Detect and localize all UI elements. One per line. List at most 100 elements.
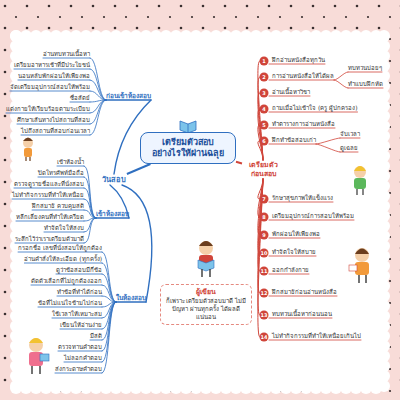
leaf-text: ทำจิตใจให้สบาย (272, 248, 316, 256)
leaf-underline (21, 135, 90, 136)
leaf-underline (38, 177, 84, 178)
leaf-text: ไม่ทำกิจกรรมที่ทำให้เหนื่อย (12, 191, 84, 199)
branch-connector (236, 162, 242, 164)
sub-branch-label: เข้าห้องสอบ (96, 210, 129, 218)
leaf-line (258, 109, 263, 160)
leaf-text: กรอกชื่อ เลขที่นั่งสอบให้ถูกต้อง (18, 244, 102, 252)
leaf-underline (269, 64, 325, 65)
leaf-text: การอ่านหนังสือให้ได้ผล (272, 72, 334, 80)
callout-number: 8 (258, 214, 270, 220)
leaf-underline (31, 285, 102, 286)
leaf-underline (18, 80, 90, 81)
leaf-text: ใช้เวลาให้เหมาะสม (52, 310, 102, 318)
leaf-underline (340, 138, 360, 139)
leaf-line (84, 199, 96, 218)
leaf-line (258, 141, 263, 160)
leaf-text: ระลึกไว้ว่าเราเตรียมตัวมาดี (15, 235, 84, 243)
leaf-underline (10, 91, 90, 92)
callout-number: 13 (258, 312, 270, 318)
leaf-line (316, 144, 340, 152)
leaf-text: ตัดตัวเลือกที่ไม่ถูกต้องออก (31, 277, 102, 285)
leaf-line (102, 296, 116, 302)
leaf-text: ส่งกระดาษคำตอบ (55, 365, 102, 373)
leaf-line (102, 285, 116, 302)
leaf-underline (15, 243, 84, 244)
branch-label: วันสอบ (100, 174, 128, 185)
leaf-text: อ่านเนื้อหาวิชา (272, 88, 310, 96)
leaf-line (102, 302, 116, 351)
leaf-underline (90, 340, 102, 341)
leaf-text: เตรียมอุปกรณ์การสอบให้พร้อม (272, 212, 354, 220)
leaf-line (84, 177, 96, 218)
leaf-text: แต่งกายให้เรียบร้อยตามระเบียบ (6, 105, 90, 113)
leaf-underline (269, 96, 310, 97)
leaf-text: ดูเฉลย (340, 144, 358, 152)
leaf-underline (24, 263, 102, 264)
leaf-text: ข้อที่ไม่แน่ใจข้ามไปก่อน (38, 299, 102, 307)
author-box: ผู้เขียนก็เพราะ เตรียมตัวสอบมาดี ไม่มีปั… (160, 284, 252, 325)
branch-line (122, 185, 152, 302)
leaf-underline (348, 72, 382, 73)
leaf-line (90, 100, 106, 124)
leaf-text: อ่านทบทวนเนื้อหา (43, 50, 90, 58)
node-body: ก็เพราะ เตรียมตัวสอบมาดี ไม่มีปัญหา ผ่าน… (165, 297, 247, 321)
sub-branch-label: ในห้องสอบ (116, 294, 146, 302)
leaf-text: เข้าห้องน้ำ (57, 158, 84, 166)
leaf-underline (55, 373, 102, 374)
callout-number: 4 (258, 106, 270, 112)
leaf-underline (17, 124, 90, 125)
leaf-text: ทบทวนบ่อยๆ (348, 64, 382, 72)
kid-figure (29, 338, 49, 374)
leaf-text: เตรียมอาหารเช้าที่มีประโยชน์ (14, 61, 90, 69)
leaf-text: ออกกำลังกาย (272, 266, 309, 274)
kid-figure (354, 166, 366, 195)
leaf-text: ศึกษาเส้นทางไปสถานที่สอบ (17, 116, 90, 124)
leaf-underline (14, 69, 90, 70)
leaf-text: ฝึกสมาธิก่อนอ่านหนังสือ (272, 288, 337, 296)
leaf-text: ทำข้อที่ทำได้ก่อน (57, 288, 102, 296)
leaf-underline (64, 362, 102, 363)
leaf-line (90, 80, 106, 100)
leaf-underline (43, 58, 90, 59)
leaf-text: ทบทวนเนื้อหาก่อนนอน (272, 310, 332, 318)
leaf-underline (269, 318, 332, 319)
callout-number: 1 (258, 58, 270, 64)
branch-label: เตรียมตัว ก่อนสอบ (242, 160, 284, 179)
callout-number: 10 (258, 250, 270, 256)
leaf-text: มีสติ (90, 332, 102, 340)
leaf-text: ฝึกทำข้อสอบเก่า (272, 136, 316, 144)
node-title: เตรียมตัว ก่อนสอบ (244, 161, 282, 178)
leaf-underline (57, 166, 84, 167)
leaf-line (84, 210, 96, 218)
leaf-text: ไปถึงสถานที่สอบก่อนเวลา (21, 127, 90, 135)
leaf-line (90, 100, 106, 135)
leaf-underline (14, 188, 84, 189)
callout-number: 3 (258, 90, 270, 96)
leaf-underline (60, 329, 102, 330)
leaf-underline (269, 112, 358, 113)
leaf-underline (269, 274, 309, 275)
leaf-text: เขียนให้อ่านง่าย (60, 321, 102, 329)
callout-number: 5 (258, 122, 270, 128)
callout-number: 9 (258, 232, 270, 238)
leaf-underline (56, 274, 102, 275)
leaf-underline (70, 102, 90, 103)
leaf-text: ซื่อสัตย์ (70, 94, 90, 102)
leaf-line (102, 302, 116, 362)
leaf-underline (269, 128, 335, 129)
kid-figure (23, 138, 33, 162)
leaf-text: ปิดโทรศัพท์มือถือ (38, 169, 84, 177)
leaf-line (84, 218, 96, 243)
leaf-line (102, 274, 116, 302)
leaf-line (102, 302, 116, 373)
node-title: วันสอบ (102, 175, 126, 184)
leaf-underline (269, 80, 334, 81)
callout-number: 14 (258, 334, 270, 340)
leaf-line (102, 252, 116, 302)
leaf-underline (58, 351, 102, 352)
leaf-underline (6, 113, 90, 114)
sub-branch-label: ก่อนเข้าห้องสอบ (106, 92, 151, 100)
